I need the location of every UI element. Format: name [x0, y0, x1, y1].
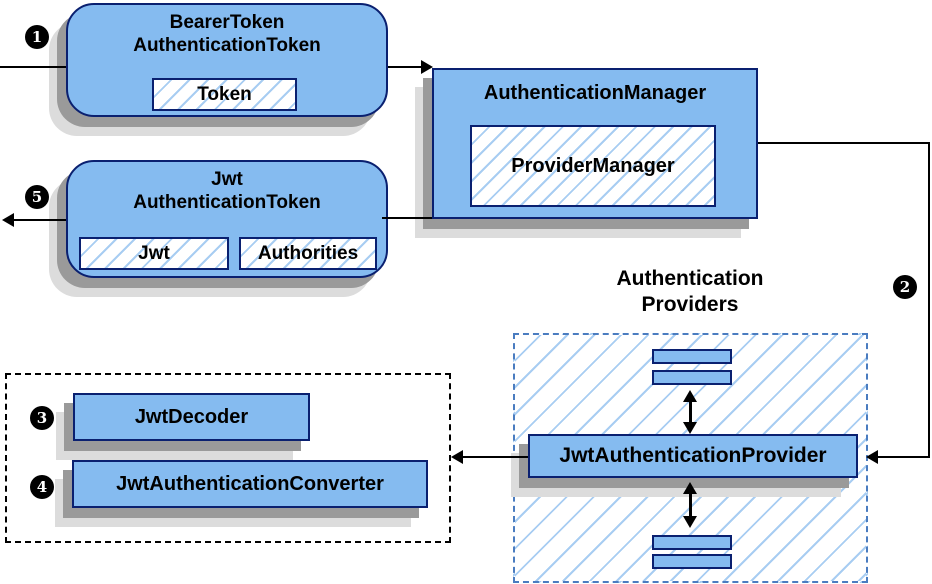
step-1-badge: 1 — [25, 25, 49, 49]
manager-to-jwt-token-line — [382, 217, 432, 219]
provider-stack-rect — [652, 535, 732, 550]
node-jwt-authentication-token: Jwt AuthenticationToken Jwt Authorities — [66, 160, 388, 278]
step-2-badge: 2 — [893, 275, 917, 299]
bearer-to-manager-arrowhead-icon — [421, 60, 433, 74]
arrow-up-icon — [683, 390, 697, 402]
provider-to-helpers-arrowhead-icon — [451, 450, 463, 464]
manager-to-provider-line-vertical — [928, 142, 930, 458]
jwt-token-title-line1: Jwt — [211, 169, 243, 190]
manager-to-provider-line-top — [758, 142, 930, 144]
node-jwt-authentication-converter: JwtAuthenticationConverter — [72, 460, 428, 508]
arrow-stem — [688, 494, 692, 516]
jwt-token-title-line2: AuthenticationToken — [133, 192, 321, 213]
bearer-token-title: BearerToken AuthenticationToken — [133, 11, 321, 57]
manager-to-provider-line-bottom — [878, 456, 930, 458]
bearer-token-title-line2: AuthenticationToken — [133, 35, 321, 56]
authentication-providers-label-line2: Providers — [641, 293, 739, 316]
field-provider-manager: ProviderManager — [470, 125, 716, 207]
response-out-line — [14, 219, 66, 221]
request-in-line — [0, 66, 66, 68]
provider-stack-rect — [652, 349, 732, 364]
field-jwt: Jwt — [79, 237, 229, 270]
arrow-up-icon — [683, 482, 697, 494]
jwt-token-title: Jwt AuthenticationToken — [133, 168, 321, 214]
step-4-badge: 4 — [30, 475, 54, 499]
manager-to-provider-arrowhead-icon — [866, 450, 878, 464]
step-5-badge: 5 — [25, 185, 49, 209]
authentication-providers-label-line1: Authentication — [616, 267, 764, 290]
provider-stack-rect — [652, 554, 732, 569]
double-arrow-top-icon — [683, 390, 697, 434]
double-arrow-bottom-icon — [683, 482, 697, 528]
authentication-providers-label: Authentication Providers — [565, 266, 815, 318]
node-authentication-manager: AuthenticationManager ProviderManager — [432, 68, 758, 219]
node-jwt-authentication-provider: JwtAuthenticationProvider — [528, 434, 858, 478]
provider-to-helpers-line — [463, 456, 528, 458]
arrow-down-icon — [683, 422, 697, 434]
step-3-badge: 3 — [30, 406, 54, 430]
field-token: Token — [152, 78, 297, 111]
field-authorities: Authorities — [239, 237, 377, 270]
arrow-down-icon — [683, 516, 697, 528]
bearer-to-manager-line — [388, 66, 422, 68]
node-bearer-token-authentication-token: BearerToken AuthenticationToken Token — [66, 3, 388, 117]
provider-stack-rect — [652, 370, 732, 385]
node-jwt-decoder: JwtDecoder — [73, 393, 310, 441]
arrow-stem — [688, 402, 692, 422]
bearer-token-title-line1: BearerToken — [169, 12, 285, 33]
response-out-arrowhead-icon — [2, 213, 14, 227]
authentication-manager-title: AuthenticationManager — [483, 82, 707, 104]
